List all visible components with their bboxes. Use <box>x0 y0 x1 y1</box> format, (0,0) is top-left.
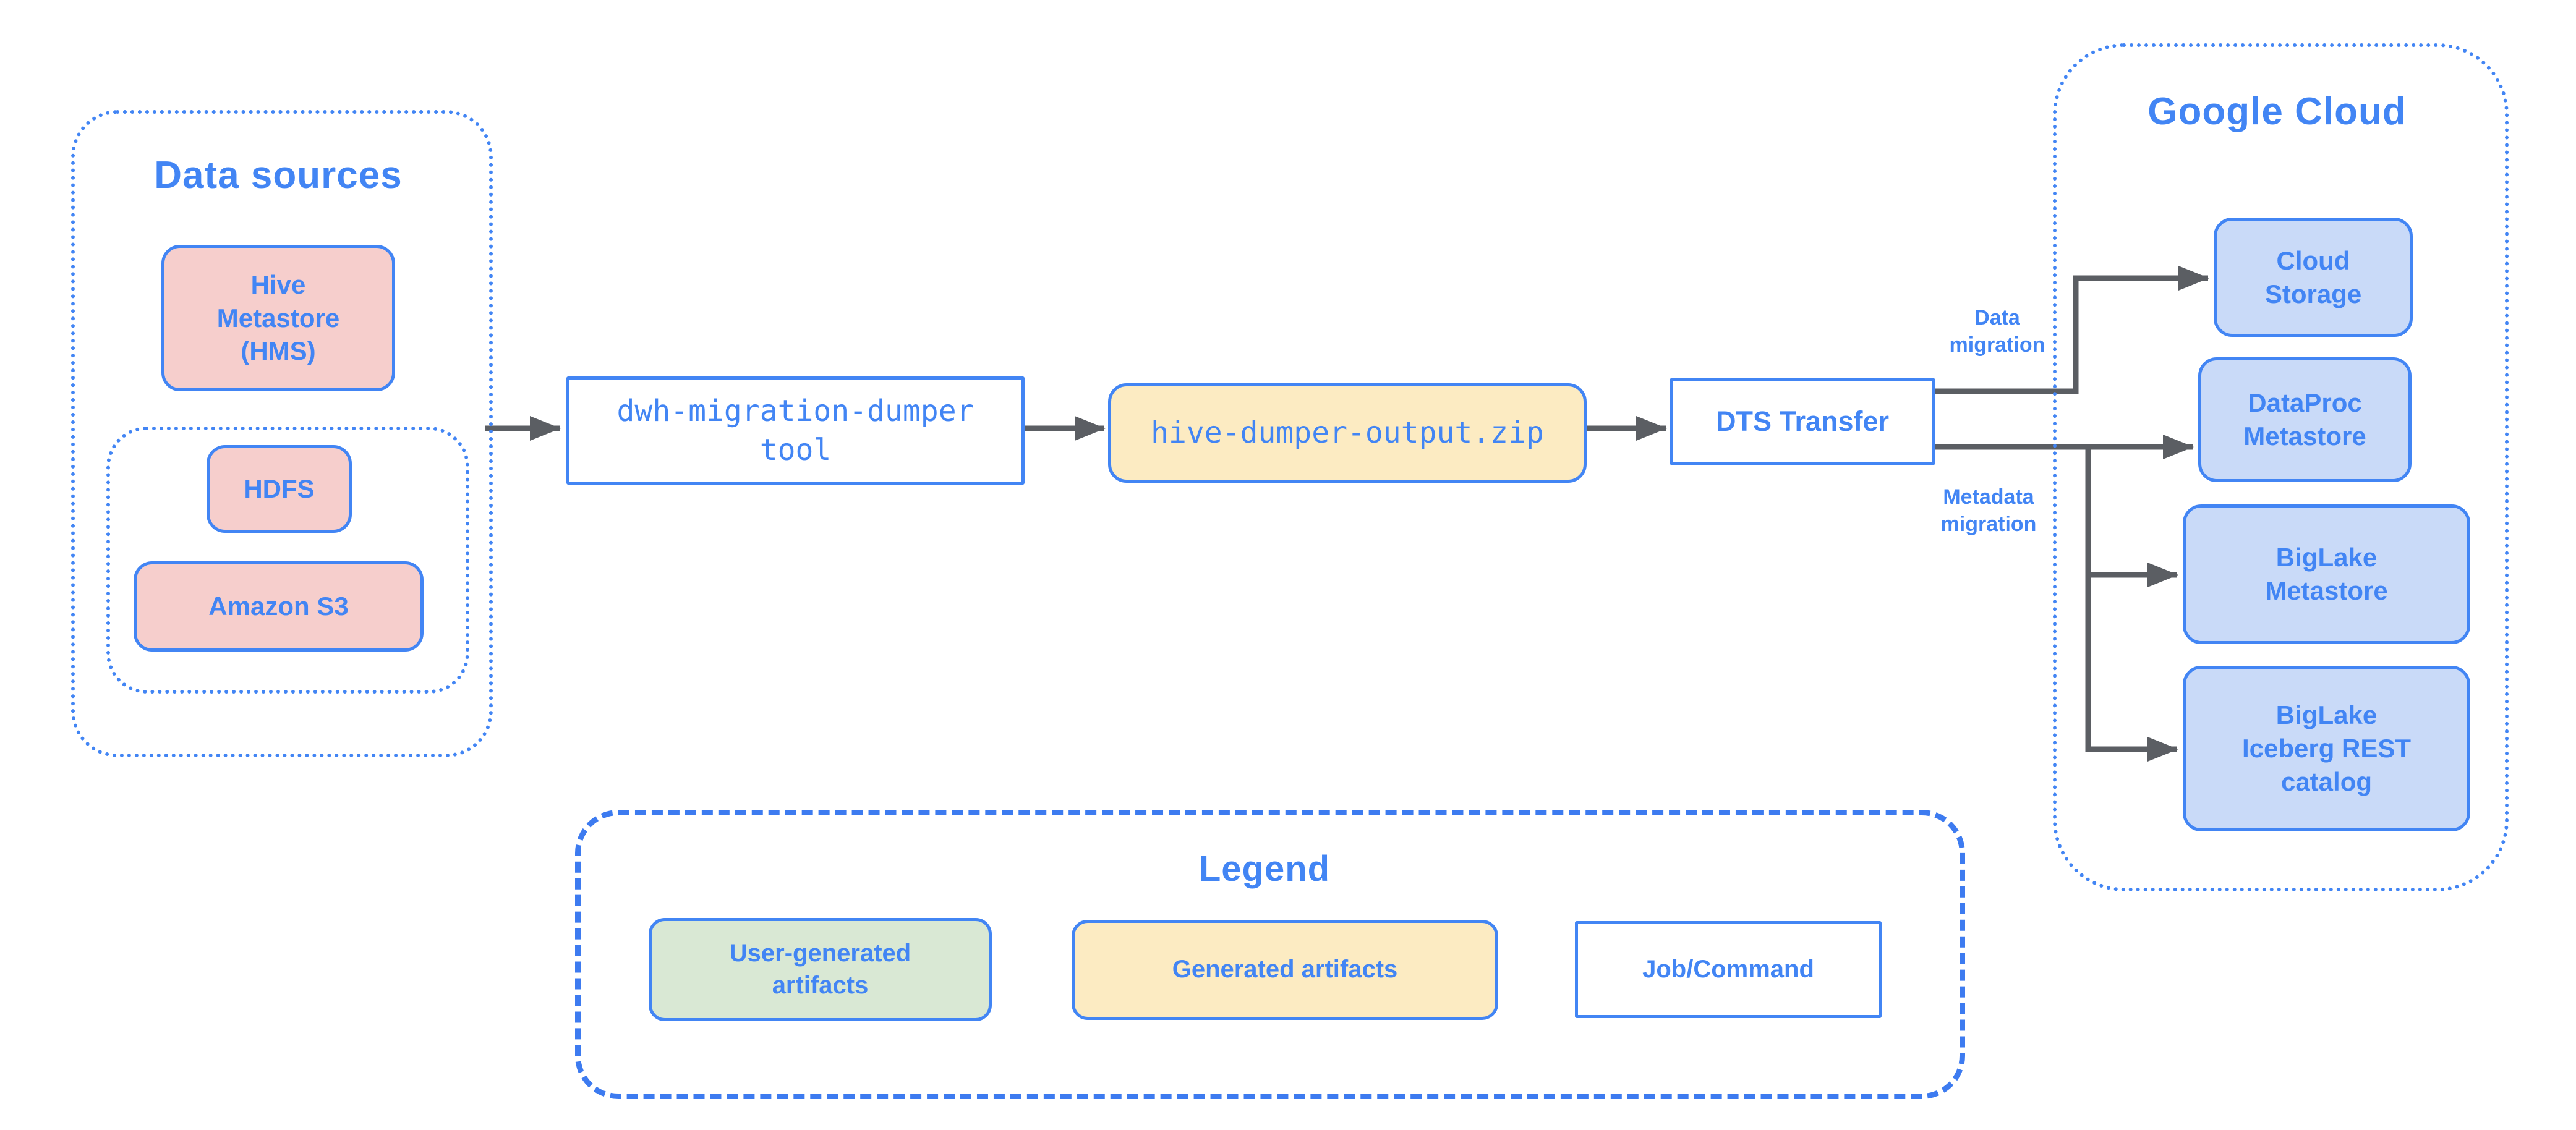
biglake-iceberg-rest-catalog-box: BigLake Iceberg REST catalog <box>2183 666 2470 831</box>
legend-generated-artifacts-box: Generated artifacts <box>1072 920 1498 1020</box>
metadata-migration-label: Metadata migration <box>1940 485 2037 537</box>
legend-container <box>575 810 1965 1099</box>
arrow-data-migration-to-cloud-storage <box>1935 266 2209 394</box>
arrow-branch-to-biglake-iceberg <box>2085 575 2178 762</box>
hive-dumper-output-box: hive-dumper-output.zip <box>1108 383 1587 483</box>
hdfs-box: HDFS <box>207 445 352 533</box>
data-sources-title: Data sources <box>154 154 403 197</box>
biglake-metastore-box: BigLake Metastore <box>2183 504 2470 644</box>
dts-transfer-box: DTS Transfer <box>1670 378 1935 465</box>
dataproc-metastore-box: DataProc Metastore <box>2198 357 2412 482</box>
cloud-storage-box: Cloud Storage <box>2214 218 2413 337</box>
legend-user-generated-artifacts-box: User-generated artifacts <box>649 918 992 1021</box>
data-sources-container <box>71 110 493 757</box>
google-cloud-container <box>2053 43 2509 891</box>
data-migration-label: Data migration <box>1949 306 2045 357</box>
hive-metastore-box: Hive Metastore (HMS) <box>161 245 395 391</box>
legend-job-command-box: Job/Command <box>1575 921 1882 1018</box>
legend-title: Legend <box>1198 849 1331 889</box>
hdfs-s3-container <box>106 427 469 694</box>
dwh-migration-dumper-tool-box: dwh-migration-dumper tool <box>566 376 1025 485</box>
google-cloud-title: Google Cloud <box>2147 90 2407 133</box>
amazon-s3-box: Amazon S3 <box>134 561 424 652</box>
